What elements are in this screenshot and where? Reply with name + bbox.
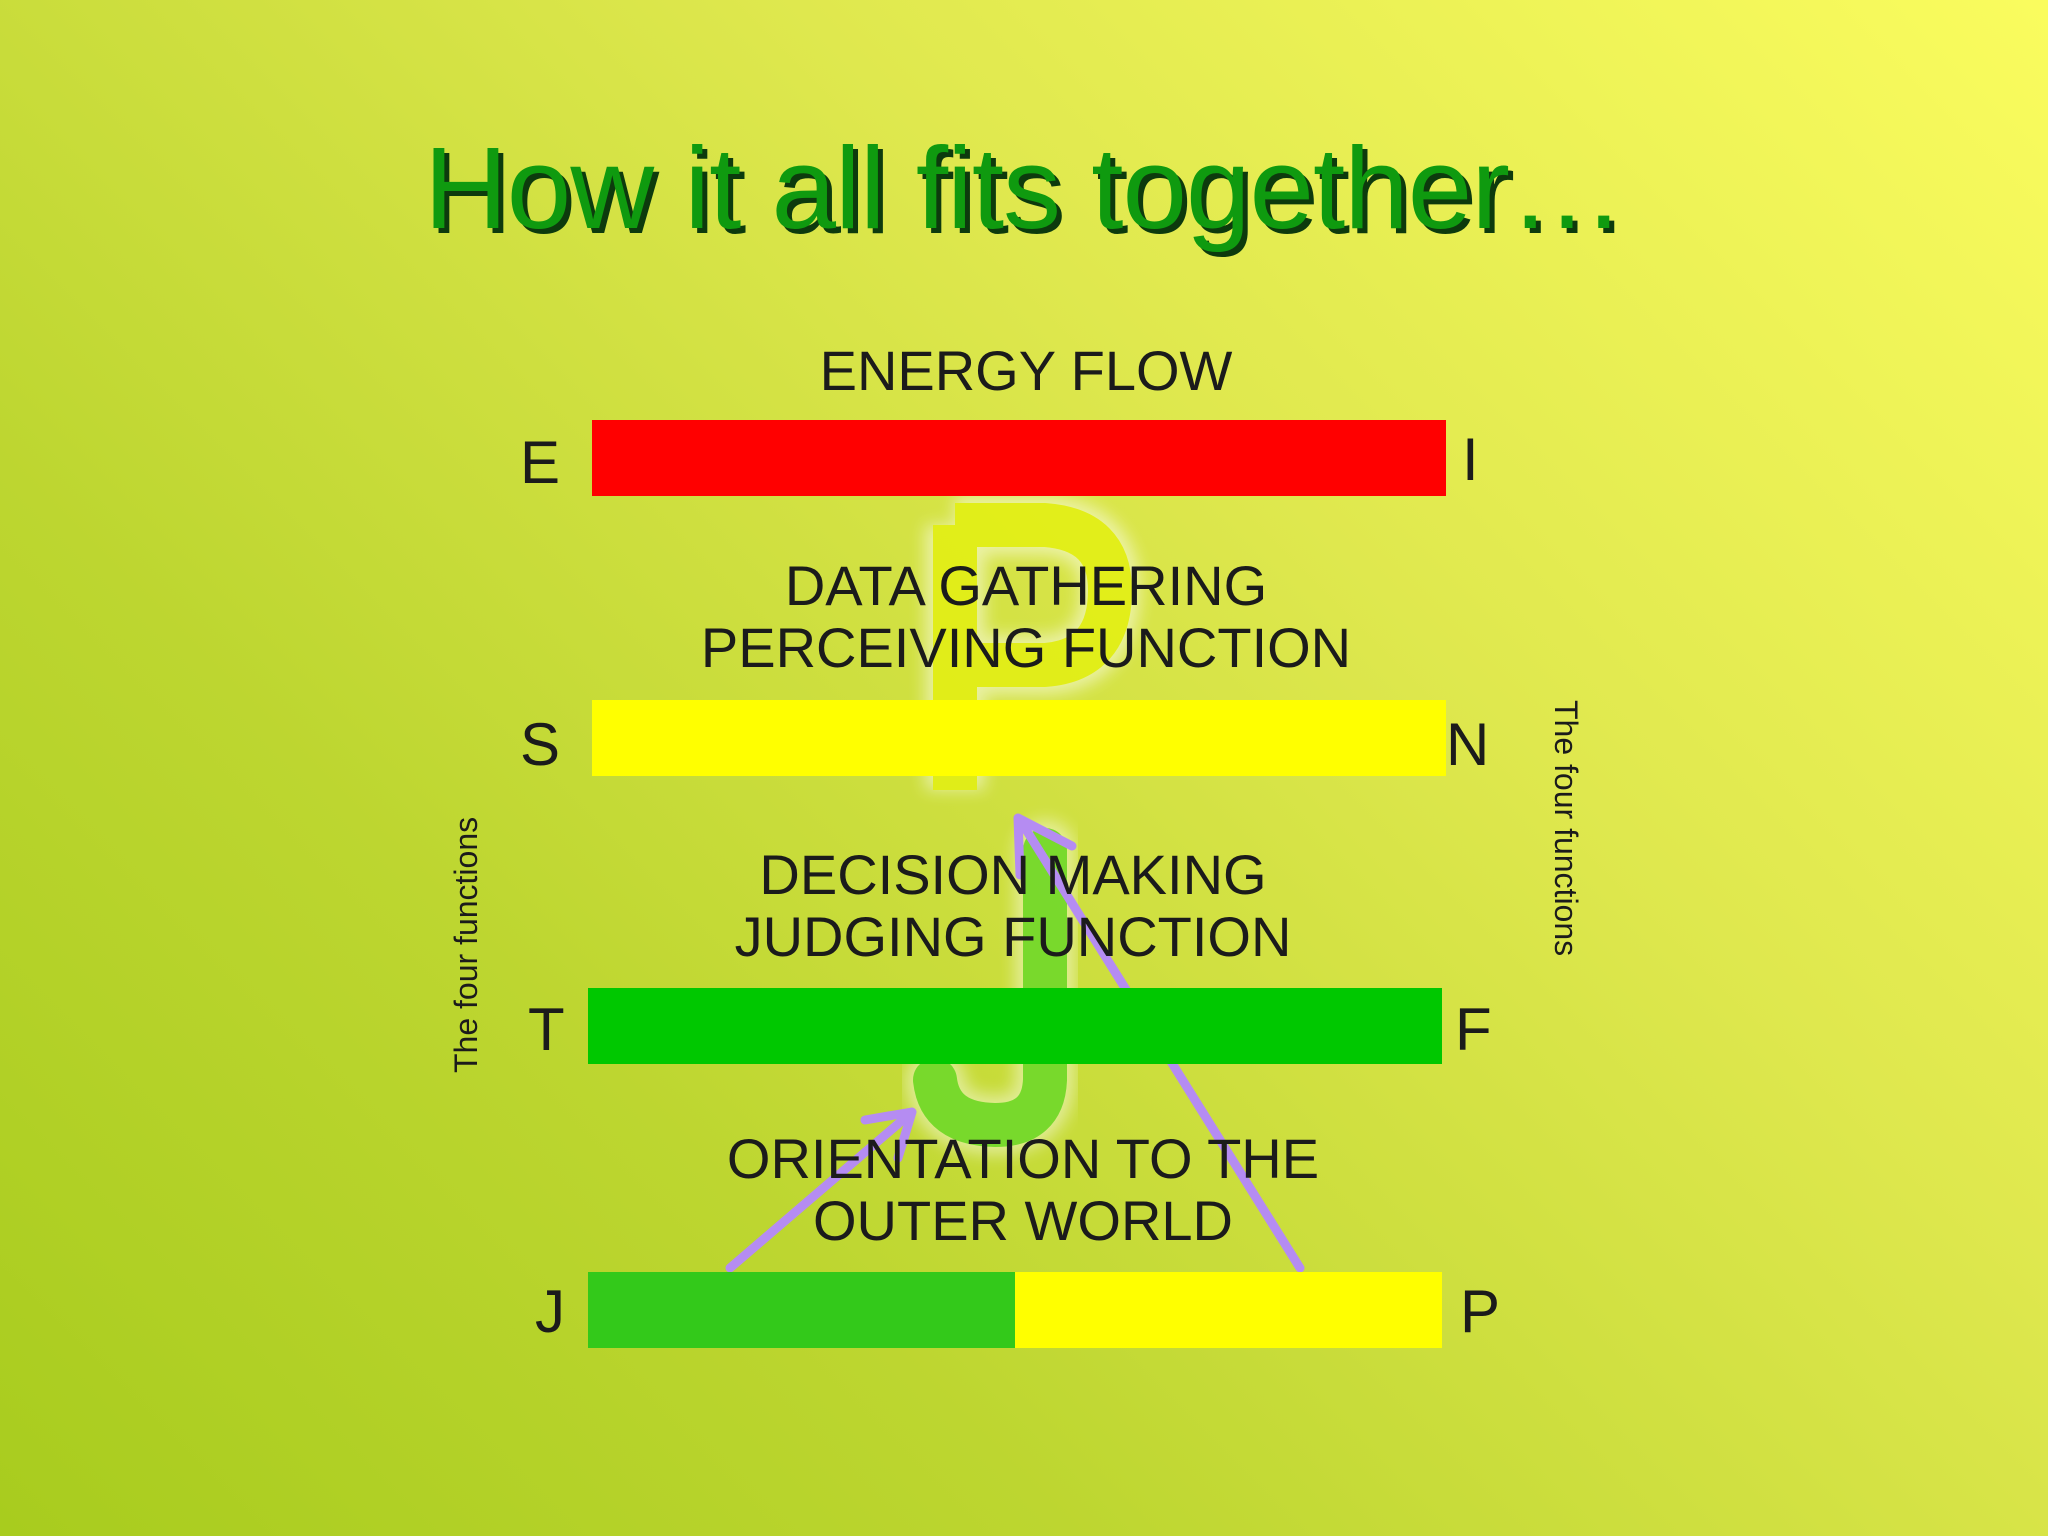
slide-title: How it all fits together… [424,123,1625,253]
row-3-heading: DECISION MAKING JUDGING FUNCTION [563,844,1463,968]
row-2-right-pole: N [1446,711,1490,778]
row-4-bar-left [588,1272,1015,1348]
row-1-heading-line: ENERGY FLOW [819,339,1233,402]
row-4-bar-right [1015,1272,1442,1348]
row-3-bar [588,988,1442,1064]
row-1-right-pole: I [1462,426,1479,493]
row-2-heading-line-2: PERCEIVING FUNCTION [700,616,1352,679]
row-3-heading-line-2: JUDGING FUNCTION [734,905,1292,968]
row-2-heading: DATA GATHERING PERCEIVING FUNCTION [576,555,1476,679]
row-4-left-pole: J [535,1278,565,1345]
side-label-right: The four functions [1548,700,1584,957]
row-3-heading-line-1: DECISION MAKING [759,843,1267,906]
row-3-left-pole: T [528,996,565,1063]
row-2-left-pole: S [520,711,561,778]
j-letter-graphic [905,820,1075,1156]
side-label-left: The four functions [448,816,484,1073]
row-2-heading-line-1: DATA GATHERING [784,554,1268,617]
row-4-heading: ORIENTATION TO THE OUTER WORLD [573,1128,1473,1252]
row-1-left-pole: E [520,429,561,496]
row-4-heading-line-2: OUTER WORLD [813,1189,1233,1252]
row-4-right-pole: P [1460,1278,1501,1345]
row-2-bar [592,700,1446,776]
row-1-bar [592,420,1446,496]
row-1-heading: ENERGY FLOW [576,340,1476,402]
row-3-right-pole: F [1455,996,1492,1063]
row-4-heading-line-1: ORIENTATION TO THE [726,1127,1320,1190]
